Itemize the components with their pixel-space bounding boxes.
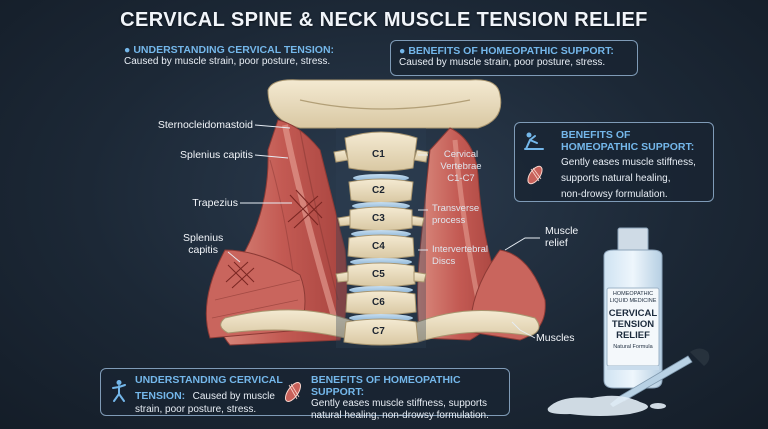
- bottle-name-3: RELIEF: [616, 330, 650, 341]
- skull-base: [267, 79, 502, 129]
- vertebra-label-c7: C7: [372, 326, 385, 337]
- label-cervical-vertebrae: Cervical Vertebrae C1-C7: [440, 149, 482, 184]
- label-trapezius: Trapezius: [192, 197, 238, 209]
- muscle-icon: [523, 163, 547, 187]
- bottle-name-2: TENSION: [611, 319, 655, 330]
- cervical-spine: [333, 131, 429, 346]
- info-body: supports natural healing,: [561, 173, 671, 184]
- info-benefits-right: BENEFITS OF HOMEOPATHIC SUPPORT: Gently …: [514, 122, 714, 202]
- info-heading: UNDERSTANDING CERVICAL TENSION:: [133, 44, 335, 56]
- label-intervertebral-discs: Intervertebral Discs: [432, 244, 488, 267]
- bottle-label: HOMEOPATHIC LIQUID MEDICINE CERVICAL TEN…: [607, 291, 659, 351]
- bottle-line1: HOMEOPATHIC: [612, 291, 654, 297]
- liquid-spill: [547, 395, 648, 416]
- info-understanding-bottom: UNDERSTANDING CERVICAL TENSION: Caused b…: [135, 374, 283, 415]
- info-body: Caused by muscle strain, poor posture, s…: [124, 56, 331, 67]
- bullet-icon: ●: [399, 45, 406, 57]
- info-heading: HOMEOPATHIC SUPPORT:: [561, 141, 695, 153]
- info-understanding-top: ●UNDERSTANDING CERVICAL TENSION: Caused …: [118, 40, 378, 76]
- info-heading: BENEFITS OF: [561, 129, 631, 141]
- label-sternocleidomastoid: Sternocleidomastoid: [157, 119, 253, 131]
- info-benefits-top: ●BENEFITS OF HOMEOPATHIC SUPPORT: Caused…: [390, 40, 638, 76]
- vertebra-label-c6: C6: [372, 297, 385, 308]
- vertebra-label-c1: C1: [372, 149, 385, 160]
- muscle-icon: [281, 379, 305, 405]
- info-body: non-drowsy formulation.: [561, 189, 668, 200]
- person-stretch-icon: [523, 131, 547, 151]
- label-transverse-process: Transverse process: [432, 203, 480, 226]
- vertebra-label-c5: C5: [372, 269, 385, 280]
- label-muscles: Muscles: [536, 332, 575, 344]
- info-benefits-bottom: BENEFITS OF HOMEOPATHIC SUPPORT: Gently …: [311, 374, 489, 421]
- bottle-sub: Natural Formula: [613, 344, 653, 350]
- bullet-icon: ●: [124, 44, 131, 56]
- medicine-bottle: [603, 227, 663, 389]
- vertebra-label-c2: C2: [372, 185, 385, 196]
- vertebra-label-c4: C4: [372, 241, 385, 252]
- page-title: CERVICAL SPINE & NECK MUSCLE TENSION REL…: [120, 9, 648, 31]
- info-body: Gently eases muscle stiffness,: [561, 157, 696, 168]
- info-body: Caused by muscle strain, poor posture, s…: [399, 57, 606, 68]
- person-stretch-icon: [109, 379, 129, 403]
- info-bottom-panel: UNDERSTANDING CERVICAL TENSION: Caused b…: [100, 368, 510, 421]
- label-muscle-relief: Muscle relief: [545, 225, 579, 249]
- info-heading: BENEFITS OF HOMEOPATHIC SUPPORT:: [408, 45, 614, 57]
- bottle-line2: LIQUID MEDICINE: [609, 298, 657, 304]
- vertebra-label-c3: C3: [372, 213, 385, 224]
- label-splenius-capitis-lower: Splenius capitis: [183, 232, 224, 256]
- label-splenius-capitis-upper: Splenius capitis: [180, 149, 253, 161]
- bottle-name-1: CERVICAL: [608, 308, 658, 319]
